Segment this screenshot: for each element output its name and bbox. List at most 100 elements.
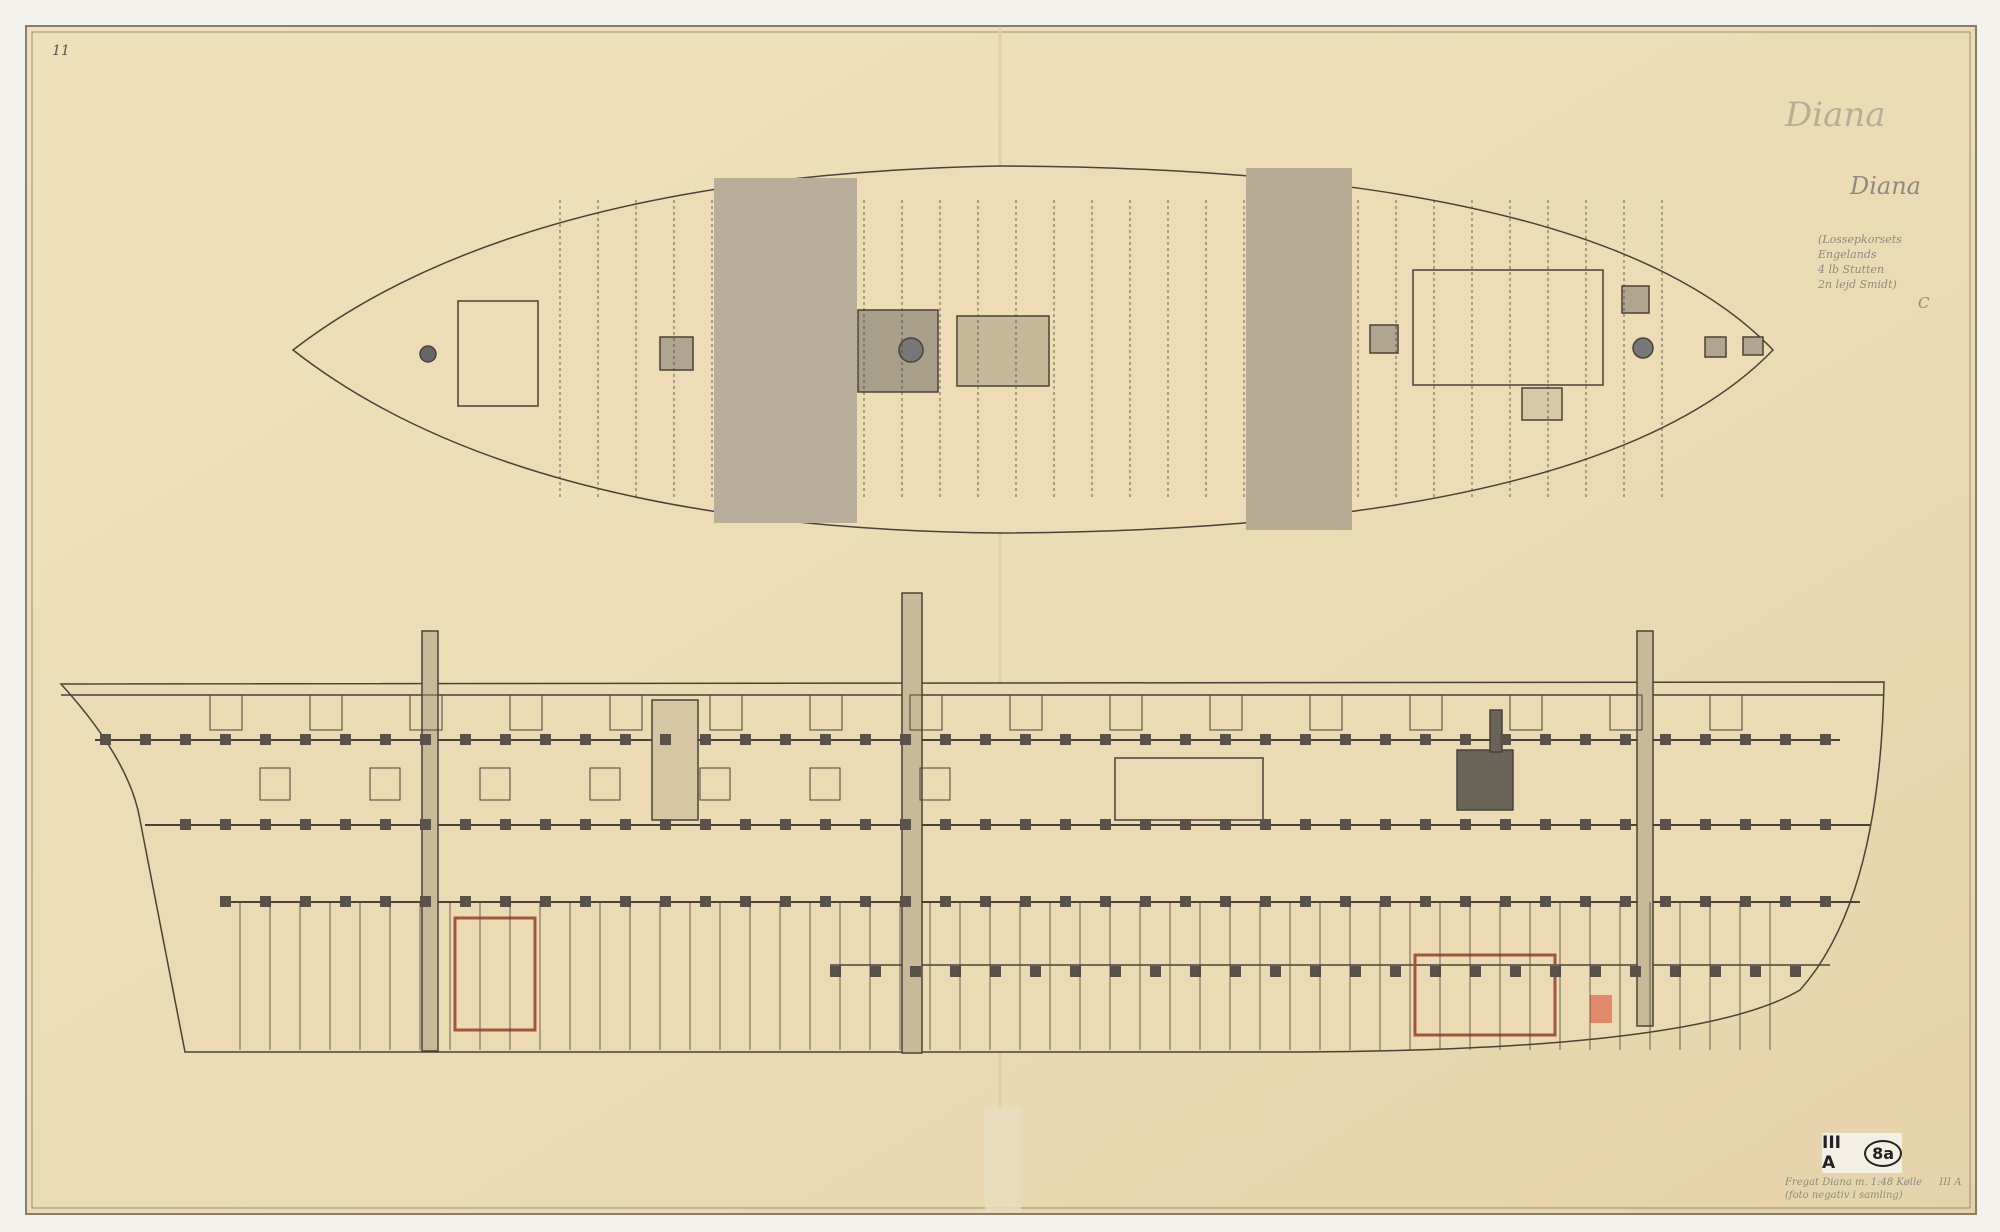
deck-beam-end [820, 896, 831, 907]
deck-beam-end [700, 734, 711, 745]
deck-beam-end [1300, 819, 1311, 830]
deck-beam-end [1550, 966, 1561, 977]
deck-beam-end [1540, 896, 1551, 907]
deck-beam-end [1020, 896, 1031, 907]
deck-beam-end [460, 734, 471, 745]
deck-beam-end [1100, 896, 1111, 907]
port-window [509, 694, 543, 731]
deck-beam-end [260, 896, 271, 907]
deck-beam-end [1300, 896, 1311, 907]
note-line: 2n lejd Smidt) [1818, 278, 1897, 291]
deck-beam-end [260, 734, 271, 745]
deck-beam-end [1590, 966, 1601, 977]
title: Diana [1850, 172, 1921, 200]
deck-beam-end [1380, 734, 1391, 745]
port-window [699, 767, 731, 801]
deck-beam-end [1460, 896, 1471, 907]
port-window [1009, 694, 1043, 731]
cabin-fore [457, 300, 539, 407]
hatch-stern-1 [1621, 285, 1650, 314]
ladder-aft [1521, 387, 1563, 421]
port-window [1309, 694, 1343, 731]
deck-beam-end [1380, 819, 1391, 830]
deck-beam-end [540, 819, 551, 830]
deck-beam-end [1740, 734, 1751, 745]
deck-beam-end [1790, 966, 1801, 977]
deck-beam-end [340, 896, 351, 907]
deck-beam-end [1660, 819, 1671, 830]
deck-beam-end [1750, 966, 1761, 977]
deck-beam-end [1180, 819, 1191, 830]
deck-beam-end [1700, 896, 1711, 907]
deck-beam-end [1260, 819, 1271, 830]
deck-beam-end [1060, 896, 1071, 907]
deck-beam-end [1470, 966, 1481, 977]
notes: (Lossepkorsets Engelands 4 lb Stutten 2n… [1818, 232, 1902, 292]
deck-beam-end [1300, 734, 1311, 745]
port-window [479, 767, 511, 801]
deck-beam-end [1820, 819, 1831, 830]
deck-beam-end [950, 966, 961, 977]
deck-beam-end [820, 734, 831, 745]
deck-beam-end [220, 734, 231, 745]
deck-plan [291, 165, 1775, 534]
deck-beam-end [300, 734, 311, 745]
deck-beam-end [1660, 734, 1671, 745]
deck-beam-end [1100, 734, 1111, 745]
wash-band-fore [714, 178, 857, 523]
deck-beam-end [300, 819, 311, 830]
note-line: 4 lb Stutten [1818, 263, 1885, 276]
deck-beam-end [740, 819, 751, 830]
side-profile [59, 592, 1885, 1054]
foremast [421, 630, 439, 1052]
deck-beam-end [1020, 819, 1031, 830]
deck-beam-end [1110, 966, 1121, 977]
deck-beam-end [900, 734, 911, 745]
port-window [1109, 694, 1143, 731]
capstan [898, 337, 924, 363]
capstan-platform [857, 309, 939, 393]
deck-beam-end [1580, 734, 1591, 745]
deck-beam-end [1100, 819, 1111, 830]
deck-beam-end [260, 819, 271, 830]
port-window [609, 694, 643, 731]
port-window [809, 767, 841, 801]
deck-beam-end [860, 734, 871, 745]
hull-outline [59, 681, 1885, 1053]
deck-beam-end [1140, 734, 1151, 745]
catalog-number: 8a [1864, 1139, 1902, 1167]
deck-beam-end [980, 819, 991, 830]
deck-beam-end [1670, 966, 1681, 977]
deck-beam-end [220, 819, 231, 830]
wash-band-aft [1246, 168, 1352, 530]
deck-beam-end [1820, 896, 1831, 907]
deck-beam-end [500, 896, 511, 907]
port-window [1509, 694, 1543, 731]
deck-beam-end [1740, 819, 1751, 830]
deck-beam-end [1430, 966, 1441, 977]
corner-number: 11 [52, 43, 70, 59]
deck-beam-end [1220, 819, 1231, 830]
deck-beam-end [540, 734, 551, 745]
deck-beam-end [180, 734, 191, 745]
port-window [409, 694, 443, 731]
deck-beam-end [700, 896, 711, 907]
hatch-stern-3 [1742, 336, 1764, 356]
magazine-fore [453, 916, 537, 1032]
deck-beam-end [900, 896, 911, 907]
deck-beam-end [460, 819, 471, 830]
deck-beam-end [1220, 896, 1231, 907]
deck-beam-end [1500, 896, 1511, 907]
deck-beam-end [1620, 896, 1631, 907]
deck-beam-end [1260, 734, 1271, 745]
deck-beam-end [1020, 734, 1031, 745]
note-mark: C [1918, 294, 1930, 312]
deck-beam-end [460, 896, 471, 907]
footer-line2: (foto negativ i samling) [1785, 1190, 1903, 1201]
port-window [209, 694, 243, 731]
hatch-aft [1369, 324, 1399, 354]
deck-beam-end [1780, 819, 1791, 830]
footer-note: Fregat Diana m. 1:48 Kølle III A (foto n… [1785, 1176, 1962, 1202]
port-window [919, 767, 951, 801]
deck-beam-end [1420, 819, 1431, 830]
